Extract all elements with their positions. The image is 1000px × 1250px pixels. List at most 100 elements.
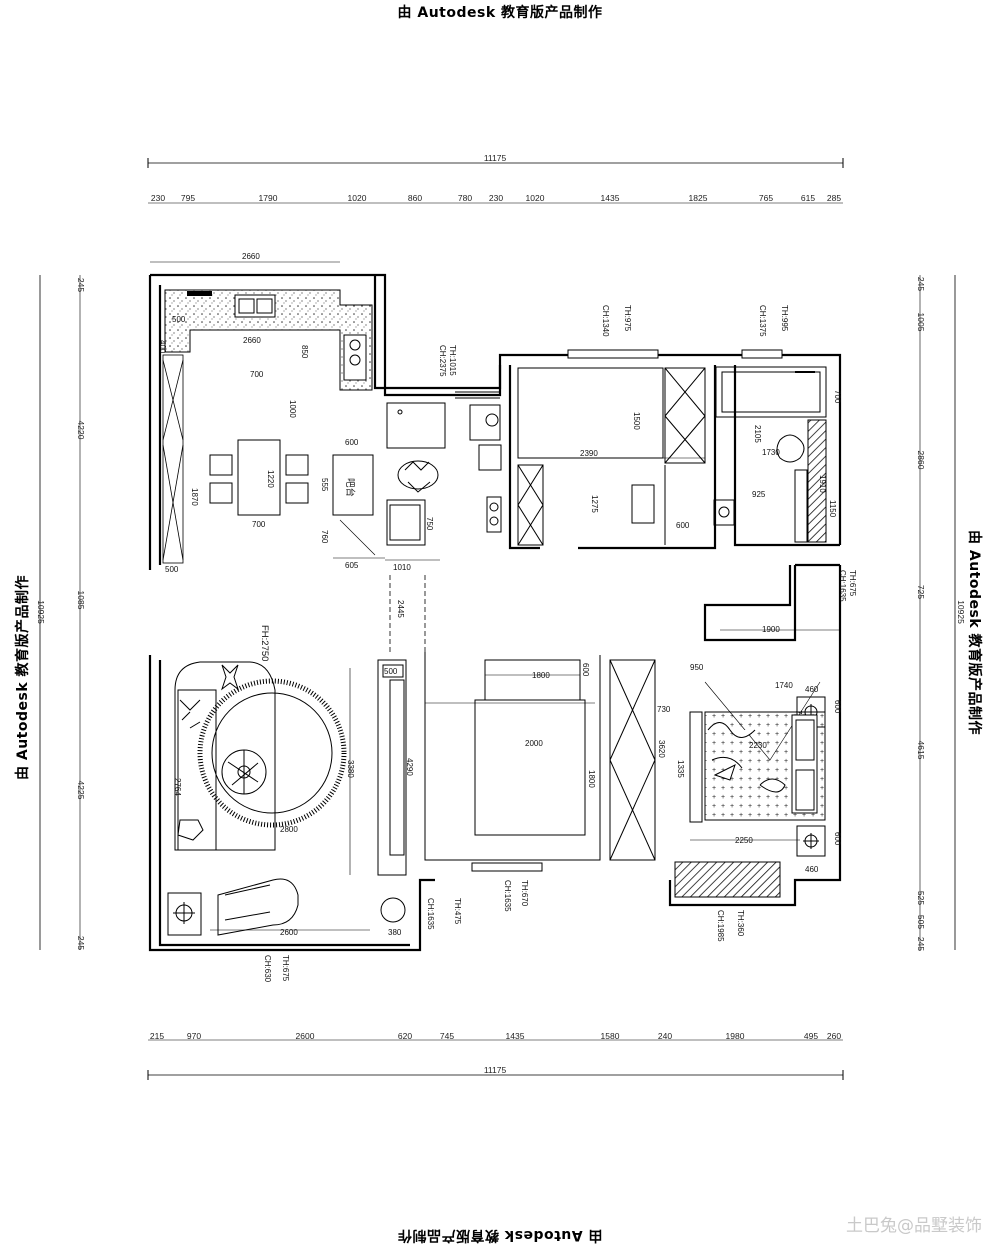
label: 1900 xyxy=(762,625,780,634)
label: TH:995 xyxy=(780,305,789,332)
label: 600 xyxy=(833,832,842,846)
dim-bottom-seg: 495 xyxy=(804,1031,818,1041)
corridor: TH:675 CH:1635 1900 xyxy=(720,570,857,634)
side-cabinet xyxy=(167,892,202,936)
bar-counter: 600 555 吧台 760 605 xyxy=(320,438,385,570)
dim-top-seg: 1825 xyxy=(689,193,708,203)
label: CH:1375 xyxy=(758,305,767,337)
watermark-top: 由 Autodesk 教育版产品制作 xyxy=(397,5,603,21)
dim-right-seg: 525 xyxy=(916,891,926,905)
bedroom-2: TH:975 CH:1340 1500 2390 1275 600 xyxy=(517,305,706,546)
dim-right-total: 10925 xyxy=(956,600,966,624)
dim-top-seg: 285 xyxy=(827,193,841,203)
label: TH:975 xyxy=(623,305,632,332)
kitchen-counter: 500 400 2660 850 2660 xyxy=(150,252,373,391)
label: 400 xyxy=(158,340,167,354)
label: 1000 xyxy=(288,400,297,418)
label: 700 xyxy=(252,520,266,529)
label: 3380 xyxy=(346,760,355,778)
label: 4290 xyxy=(405,758,414,776)
guest-wc: 750 1010 xyxy=(385,402,502,572)
dim-bottom-total: 11175 xyxy=(484,1065,507,1075)
label: FH:2750 xyxy=(259,625,270,661)
dim-top-seg: 1020 xyxy=(526,193,545,203)
label: 2800 xyxy=(280,825,298,834)
label: 600 xyxy=(833,700,842,714)
label: 1275 xyxy=(590,495,599,513)
label: 760 xyxy=(320,530,329,544)
label: 500 xyxy=(172,315,186,324)
label: 600 xyxy=(581,663,590,677)
top-dimension-segments: 230 795 1790 1020 860 780 230 1020 1435 … xyxy=(148,193,843,204)
hall-window-label: TH:1015 CH:2375 xyxy=(438,345,500,399)
dim-top-seg: 230 xyxy=(151,193,165,203)
master-bathroom: TH:995 CH:1375 700 2105 1730 925 1910 11… xyxy=(713,305,842,543)
label: TH:360 xyxy=(736,910,745,937)
dim-top-seg: 1790 xyxy=(259,193,278,203)
armchair-icon xyxy=(217,878,299,936)
label: 750 xyxy=(425,517,434,531)
label: 460 xyxy=(805,685,819,694)
label: 2230 xyxy=(749,741,767,750)
label: TH:475 xyxy=(453,898,462,925)
dim-bottom-seg: 260 xyxy=(827,1031,841,1041)
dim-top-seg: 230 xyxy=(489,193,503,203)
tall-cabinets: 1870 500 xyxy=(162,354,199,574)
site-credit: 土巴兔@品墅装饰 xyxy=(846,1216,982,1236)
label: 605 xyxy=(345,561,359,570)
top-dimension-total: 11175 xyxy=(147,153,844,168)
label: 1800 xyxy=(587,770,596,788)
bedroom-3: 1800 600 2000 1800 TH:670 CH:1635 xyxy=(424,652,601,912)
label: 2660 xyxy=(242,252,260,261)
dim-right-seg: 2860 xyxy=(916,451,926,470)
sink-icon xyxy=(234,294,276,318)
dim-top-seg: 615 xyxy=(801,193,815,203)
label: 1010 xyxy=(393,563,411,572)
label: 1220 xyxy=(266,470,275,488)
dim-bottom-seg: 745 xyxy=(440,1031,454,1041)
right-dimension: 10925 245 1005 2860 725 4615 525 505 245 xyxy=(916,275,966,951)
label: CH:2375 xyxy=(438,345,447,377)
label: 500 xyxy=(384,667,398,676)
entrance-door: 2445 xyxy=(389,575,426,655)
dim-left-seg: 245 xyxy=(76,936,86,950)
sofa-icon xyxy=(174,661,276,851)
dim-bottom-seg: 1980 xyxy=(726,1031,745,1041)
label: 2105 xyxy=(753,425,762,443)
washing-machine-icon xyxy=(469,404,501,441)
plant-icon xyxy=(397,460,439,490)
label: 730 xyxy=(657,705,671,714)
bar-label: 吧台 xyxy=(344,478,356,497)
dining-table: 700 1000 1220 700 xyxy=(209,370,309,529)
label: 850 xyxy=(300,345,309,359)
dim-left-seg: 245 xyxy=(76,278,86,292)
round-rug xyxy=(197,678,347,828)
dim-top-total: 11175 xyxy=(484,153,507,163)
label: CH:1985 xyxy=(716,910,725,942)
label: CH:1635 xyxy=(838,570,847,602)
dim-bottom-seg: 970 xyxy=(187,1031,201,1041)
label: 925 xyxy=(752,490,766,499)
dim-top-seg: 765 xyxy=(759,193,773,203)
label: 2000 xyxy=(525,739,543,748)
dim-top-seg: 1020 xyxy=(348,193,367,203)
label: TH:675 xyxy=(281,955,290,982)
label: 460 xyxy=(805,865,819,874)
dim-left-total: 10925 xyxy=(36,600,46,624)
stove-icon xyxy=(343,334,367,381)
label: 1150 xyxy=(828,500,837,518)
bathtub-icon xyxy=(715,366,827,418)
label: CH:1635 xyxy=(426,898,435,930)
bed-icon xyxy=(474,699,586,836)
label: 600 xyxy=(345,438,359,447)
label: CH:1635 xyxy=(503,880,512,912)
bay-window xyxy=(674,861,781,898)
tv-cabinet xyxy=(377,659,407,876)
dim-top-seg: 860 xyxy=(408,193,422,203)
dim-bottom-seg: 2600 xyxy=(296,1031,315,1041)
dim-right-seg: 4615 xyxy=(916,741,926,760)
master-bedroom: 1740 460 700 600 730 3620 1335 2230 2250… xyxy=(657,681,842,942)
label: 1500 xyxy=(632,412,641,430)
label: TH:670 xyxy=(520,880,529,907)
